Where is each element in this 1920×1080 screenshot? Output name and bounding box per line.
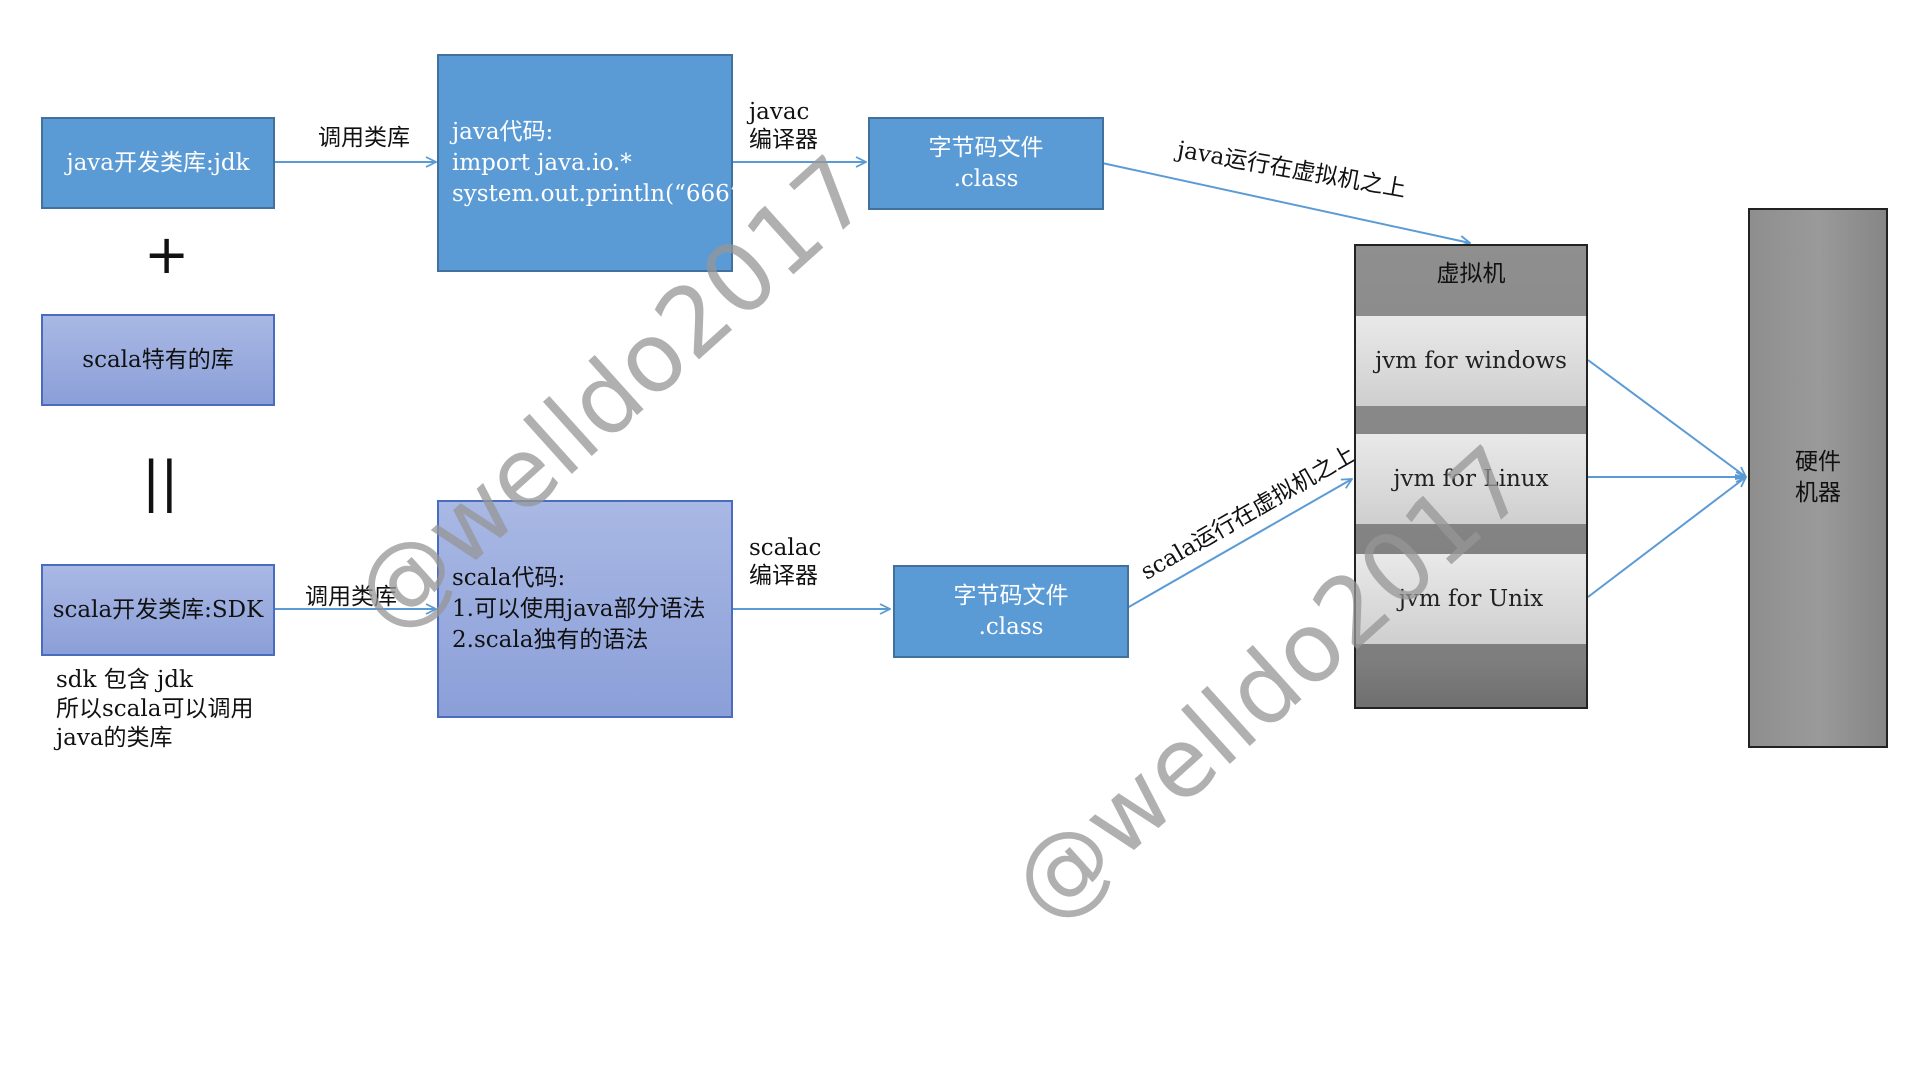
plus-symbol: + xyxy=(144,223,190,286)
jvm-linux-box: jvm for Linux xyxy=(1356,434,1586,524)
arrow-unix-to-hardware xyxy=(1587,477,1746,598)
scala-code-line: scala代码: xyxy=(452,564,566,591)
bytecode-line: 字节码文件 xyxy=(928,134,1044,161)
jvm-unix-label: jvm for Unix xyxy=(1398,586,1544,612)
java-code-line: import java.io.* xyxy=(452,149,632,176)
hardware-box: 硬件 机器 xyxy=(1748,208,1888,748)
scala-code-line: 2.scala独有的语法 xyxy=(452,626,649,653)
scala-code-box: scala代码: 1.可以使用java部分语法 2.scala独有的语法 xyxy=(437,500,733,718)
java-code-box: java代码: import java.io.* system.out.prin… xyxy=(437,54,750,272)
arrow-java-bytecode-to-vm xyxy=(1101,162,1470,243)
java-jdk-label: java开发类库:jdk xyxy=(66,149,250,176)
sdk-note-line: sdk 包含 jdk xyxy=(56,667,193,693)
jvm-windows-box: jvm for windows xyxy=(1356,316,1586,406)
javac-label-line: 编译器 xyxy=(749,127,818,153)
equals-symbol: || xyxy=(142,450,179,513)
jvm-unix-box: jvm for Unix xyxy=(1356,554,1586,644)
javac-label: javac 编译器 xyxy=(749,98,818,154)
bytecode-line: 字节码文件 xyxy=(953,582,1069,609)
scalac-label-line: 编译器 xyxy=(749,563,818,589)
scalac-label-line: scalac xyxy=(749,535,822,561)
scalac-label: scalac 编译器 xyxy=(749,534,821,590)
scala-code-line: 1.可以使用java部分语法 xyxy=(452,595,706,622)
hardware-line: 硬件 xyxy=(1795,449,1841,475)
java-bytecode-box: 字节码文件 .class xyxy=(868,117,1104,210)
vm-title: 虚拟机 xyxy=(1436,261,1506,287)
hardware-line: 机器 xyxy=(1795,480,1841,506)
scala-sdk-box: scala开发类库:SDK xyxy=(41,564,275,656)
sdk-note-line: java的类库 xyxy=(56,725,173,751)
virtual-machine-box: 虚拟机 jvm for windows jvm for Linux jvm fo… xyxy=(1354,244,1588,709)
sdk-note-line: 所以scala可以调用 xyxy=(56,696,254,722)
bytecode-line: .class xyxy=(978,613,1044,640)
call-lib-label-bottom: 调用类库 xyxy=(305,584,397,610)
jvm-windows-label: jvm for windows xyxy=(1375,348,1567,374)
scala-sdk-label: scala开发类库:SDK xyxy=(52,596,264,623)
sdk-note: sdk 包含 jdk 所以scala可以调用 java的类库 xyxy=(56,666,253,753)
arrow-windows-to-hardware xyxy=(1587,359,1746,477)
bytecode-line: .class xyxy=(953,165,1019,192)
javac-label-line: javac xyxy=(749,99,810,125)
scala-bytecode-box: 字节码文件 .class xyxy=(893,565,1129,658)
java-code-line: system.out.println(“666”) xyxy=(452,180,751,207)
java-code-line: java代码: xyxy=(452,118,554,145)
arrow-scala-bytecode-to-vm xyxy=(1126,479,1352,609)
scala-lib-label: scala特有的库 xyxy=(82,346,234,373)
jvm-linux-label: jvm for Linux xyxy=(1393,466,1549,492)
call-lib-label-top: 调用类库 xyxy=(318,125,410,151)
java-jdk-box: java开发类库:jdk xyxy=(41,117,275,209)
scala-lib-box: scala特有的库 xyxy=(41,314,275,406)
